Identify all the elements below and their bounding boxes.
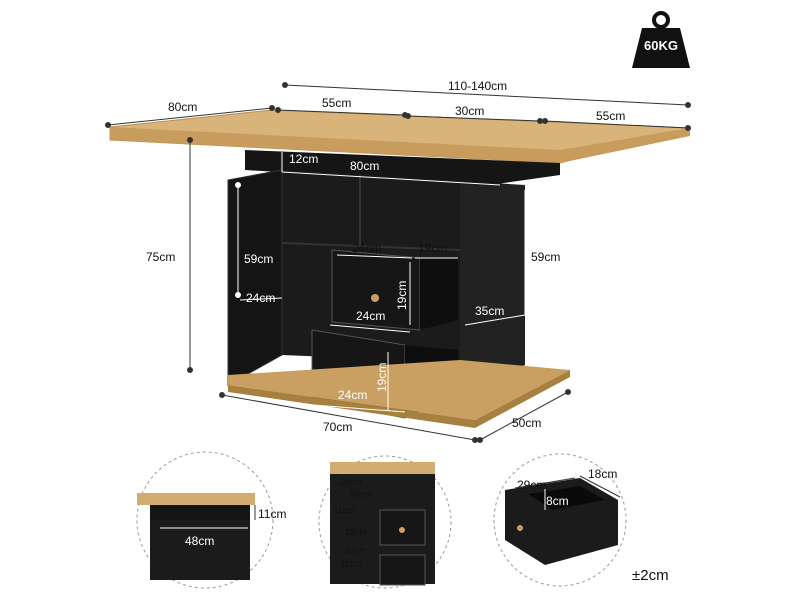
label-detail2-a: 28cm [340,477,363,487]
weight-badge: 60KG [630,8,692,70]
label-drawer-height-upper: 19cm [395,280,409,310]
label-drawer-width-lower: 24cm [338,388,368,402]
label-detail1-height: 11cm [258,507,287,521]
label-detail2-c: 31cm [333,505,356,515]
weight-icon [632,11,690,68]
label-overall-height: 75cm [146,250,176,264]
label-base-length: 70cm [323,420,353,434]
label-detail3-height: 8cm [546,494,569,508]
label-top-total-length: 110-140cm [448,79,508,93]
label-base-depth: 50cm [512,416,542,430]
cabinet-side-panel [460,185,525,395]
label-apron-height: 12cm [289,152,319,166]
label-leaf-right: 55cm [596,109,626,123]
label-drawer-height-lower: 19cm [375,362,389,392]
label-detail1-width: 48cm [185,534,215,548]
weight-label: 60KG [644,38,678,53]
label-detail2-b: 24cm [350,489,373,499]
label-detail2-f: 31cm [340,559,363,569]
label-detail3-depth: 18cm [588,467,618,481]
base-platform [228,360,570,420]
base-platform-edge [228,370,570,428]
table-top-edge [110,127,690,163]
tolerance-note: ±2cm [632,567,669,584]
label-detail3-width: 29cm [517,478,547,492]
label-base-inner-width: 80cm [350,159,380,173]
label-door-width: 24cm [246,291,276,305]
label-detail2-e: 24cm [345,545,368,555]
label-center-section: 30cm [455,104,485,118]
label-top-depth: 80cm [168,100,198,114]
label-leaf-left: 55cm [322,96,352,110]
label-drawer-width-upper: 24cm [356,309,386,323]
label-side-panel-height: 59cm [531,250,561,264]
label-side-panel-width: 35cm [475,304,505,318]
open-door [227,169,283,386]
label-drawer-front-width: 24cm [352,241,382,255]
label-detail2-d: 29cm [345,527,368,537]
apron [245,150,560,185]
label-door-height: 59cm [244,252,274,266]
label-drawer-depth: 19cm [418,241,448,255]
upper-drawer-side [420,258,458,330]
